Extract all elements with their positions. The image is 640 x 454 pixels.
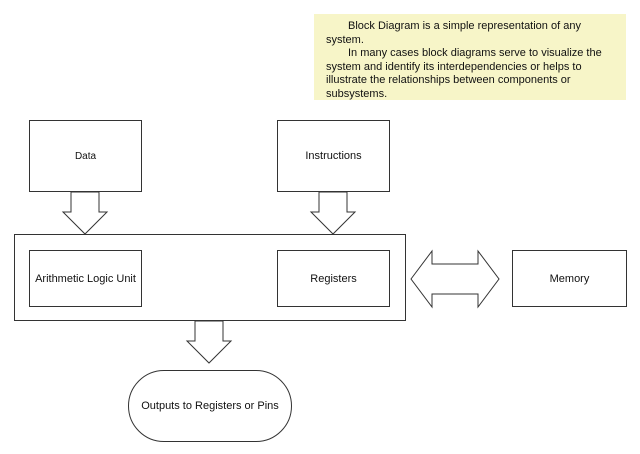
- outputs-down-arrow: [185, 320, 233, 364]
- alu-label: Arithmetic Logic Unit: [35, 272, 136, 285]
- instructions-block[interactable]: Instructions: [277, 120, 390, 192]
- note-line-2: In many cases block diagrams serve to vi…: [326, 47, 602, 100]
- memory-block[interactable]: Memory: [512, 250, 627, 307]
- memory-label: Memory: [549, 272, 590, 285]
- outputs-terminator[interactable]: Outputs to Registers or Pins: [128, 370, 292, 442]
- note-line-1: Block Diagram is a simple representation…: [326, 20, 581, 46]
- outputs-label: Outputs to Registers or Pins: [141, 400, 279, 412]
- data-block[interactable]: Data: [29, 120, 142, 192]
- data-label: Data: [74, 150, 97, 162]
- description-note: Block Diagram is a simple representation…: [314, 14, 626, 100]
- instructions-label: Instructions: [305, 150, 362, 162]
- registers-label: Registers: [310, 272, 357, 285]
- registers-block[interactable]: Registers: [277, 250, 390, 307]
- instructions-down-arrow: [309, 191, 357, 235]
- alu-block[interactable]: Arithmetic Logic Unit: [29, 250, 142, 307]
- data-down-arrow: [61, 191, 109, 235]
- memory-bidirectional-arrow: [410, 249, 500, 309]
